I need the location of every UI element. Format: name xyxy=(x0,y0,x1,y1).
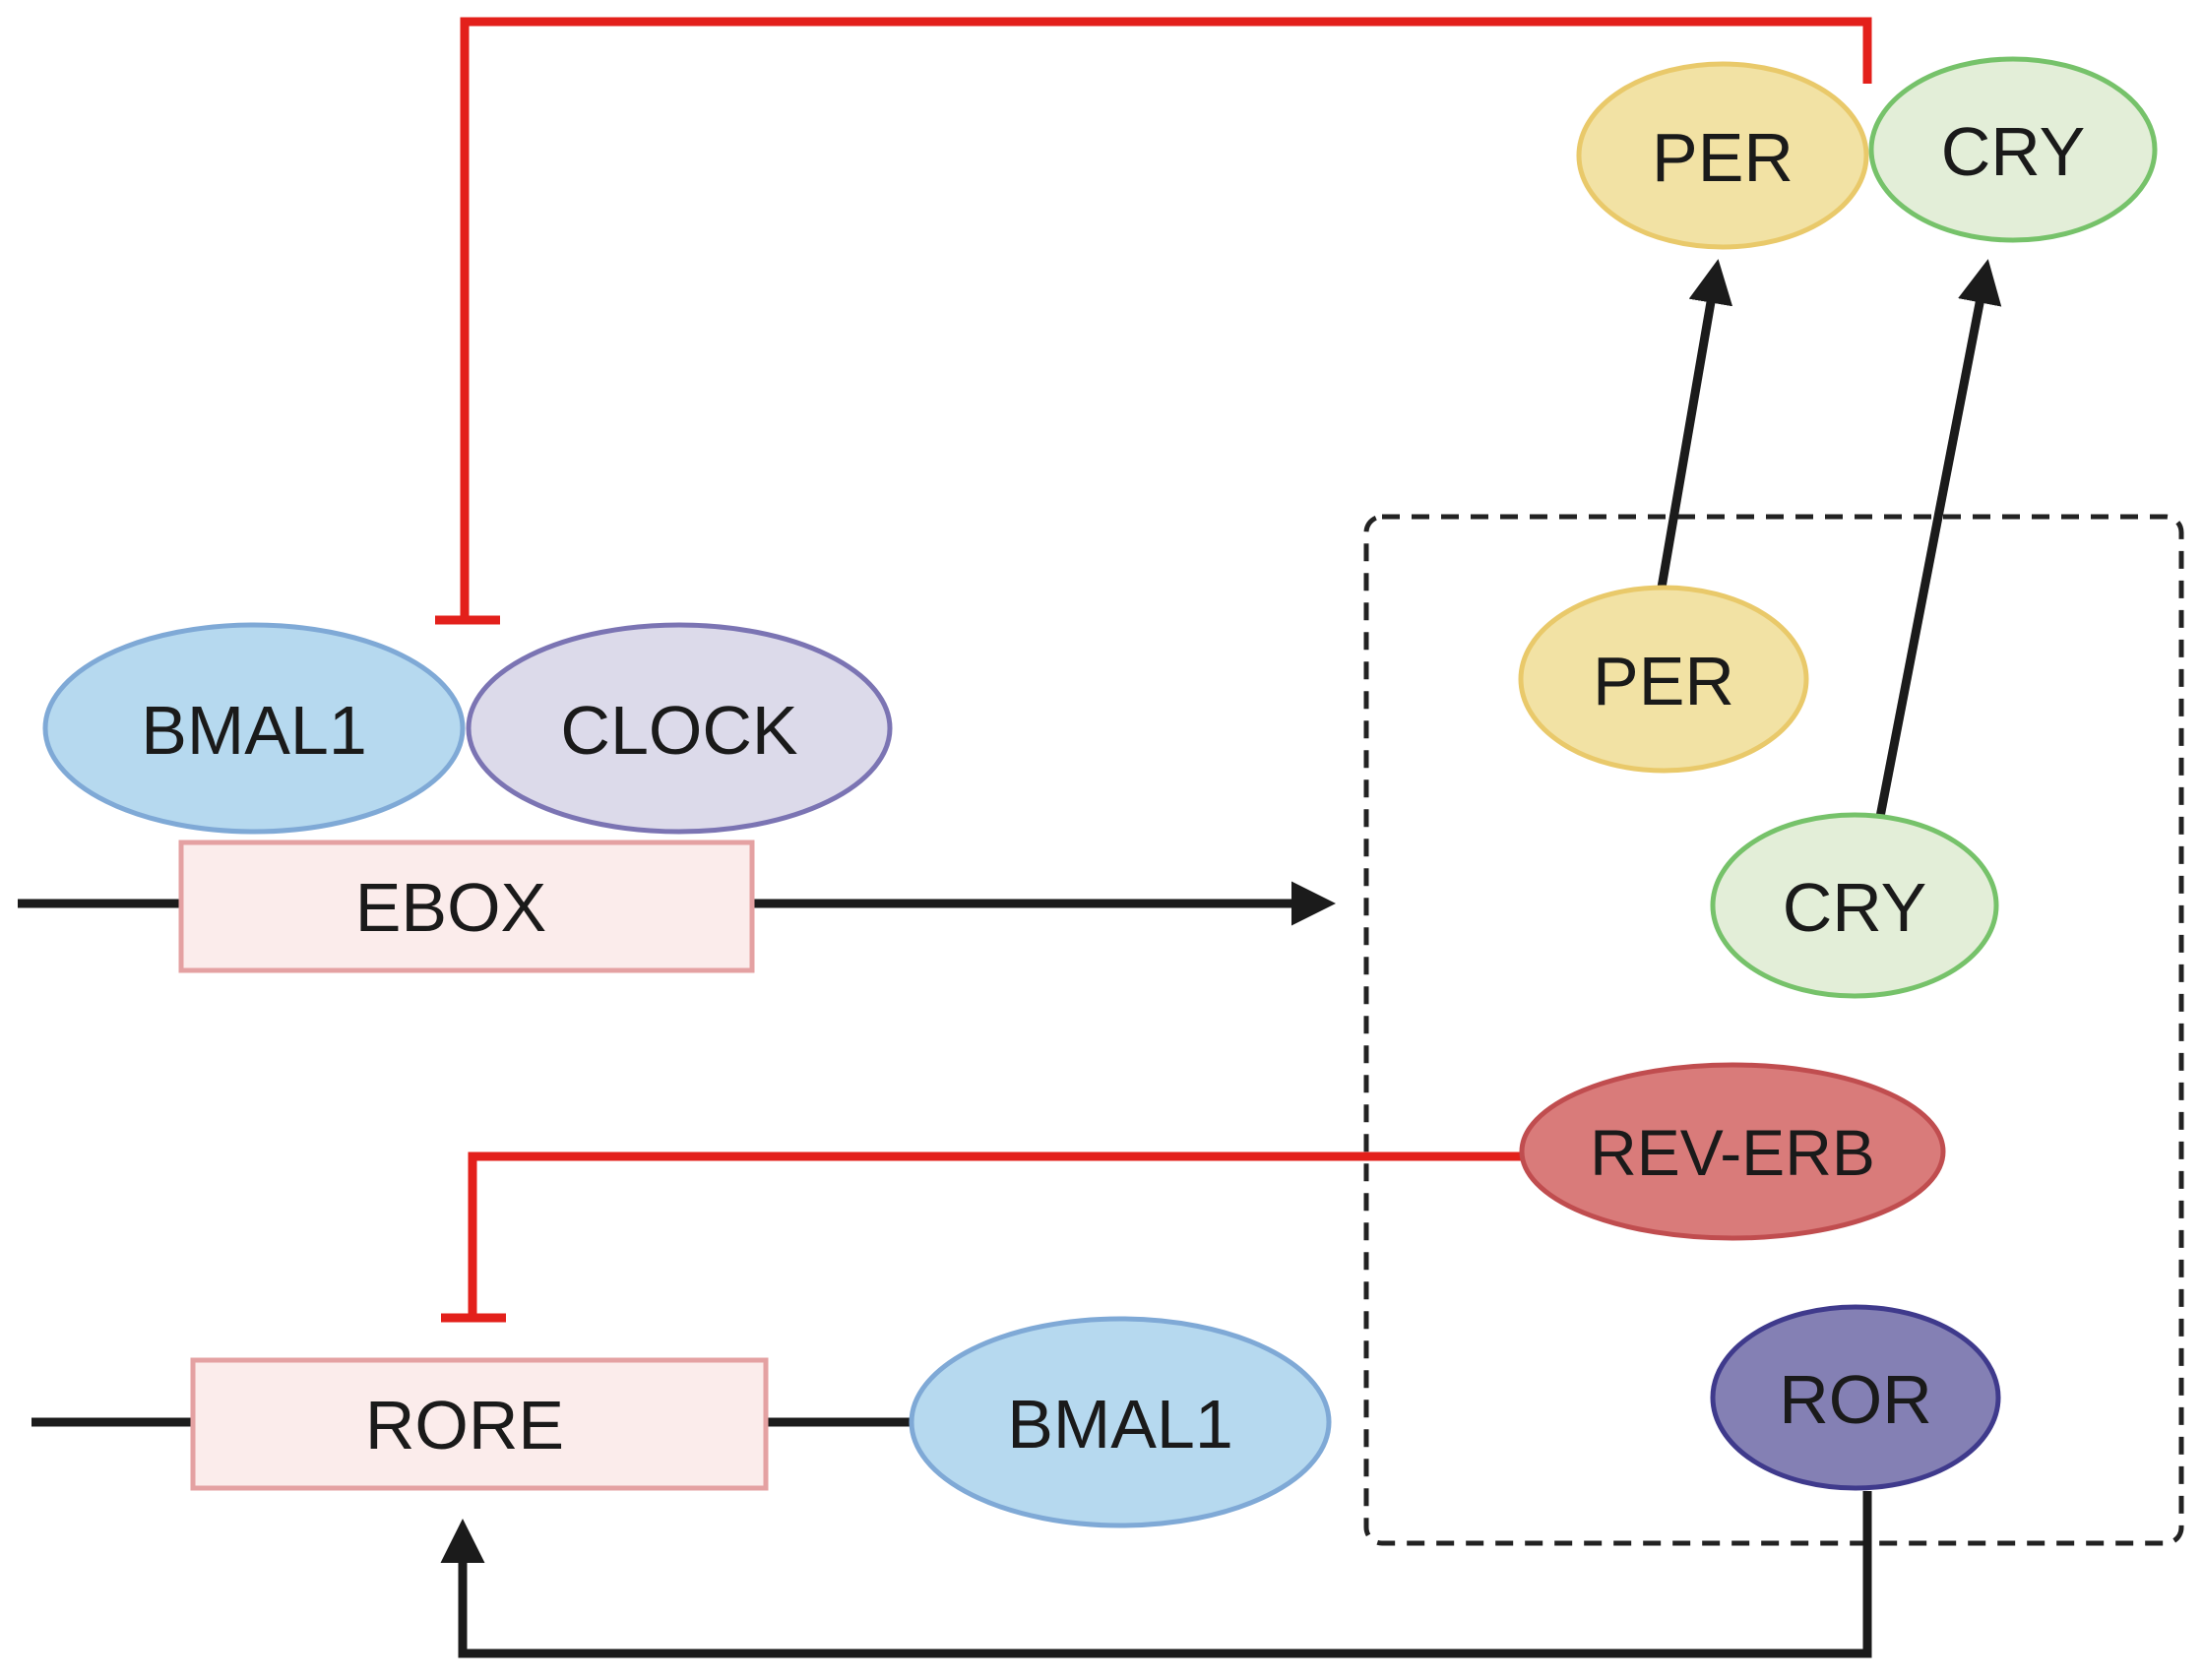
ror-protein: ROR xyxy=(1710,1304,2001,1491)
rore-element: RORE xyxy=(190,1357,769,1491)
rore-label: RORE xyxy=(365,1387,564,1463)
ror-activation-arrow xyxy=(440,1491,1872,1658)
per-protein-mid: PER xyxy=(1518,585,1809,774)
ebox-label: EBOX xyxy=(355,869,547,946)
rore-shape xyxy=(190,1357,769,1491)
repression-line-per-cry-to-bmal1-clock xyxy=(460,17,1872,618)
cry-top-label: CRY xyxy=(1941,113,2086,190)
clock-shape xyxy=(466,622,893,835)
ebox-shape xyxy=(178,840,755,973)
bmal1-bottom-label: BMAL1 xyxy=(1007,1386,1233,1462)
cry-protein-top: CRY xyxy=(1868,56,2158,243)
per-mid-label: PER xyxy=(1593,643,1734,719)
per-translocation-arrow xyxy=(1657,259,1733,589)
bmal1-top-label: BMAL1 xyxy=(141,692,367,769)
per-mid-shape xyxy=(1518,585,1809,774)
per-top-shape xyxy=(1576,61,1869,250)
cry-translocation-arrow xyxy=(1875,259,2002,818)
cry-protein-mid: CRY xyxy=(1710,812,1999,999)
clock-protein: CLOCK xyxy=(466,622,893,835)
cry-top-shape xyxy=(1868,56,2158,243)
bmal1-bottom-shape xyxy=(909,1316,1332,1528)
ebox-element: EBOX xyxy=(178,840,755,973)
repression-line-rev-erb-to-rore xyxy=(468,1151,1530,1316)
bmal1-protein-bottom: BMAL1 xyxy=(909,1316,1332,1528)
bmal1-top-shape xyxy=(42,622,466,835)
ror-label: ROR xyxy=(1779,1361,1932,1438)
ror-shape xyxy=(1710,1304,2001,1491)
rev-erb-protein: REV-ERB xyxy=(1519,1062,1946,1241)
cry-mid-shape xyxy=(1710,812,1999,999)
rev-erb-shape xyxy=(1519,1062,1946,1241)
rev-erb-label: REV-ERB xyxy=(1590,1116,1875,1189)
cry-mid-label: CRY xyxy=(1783,869,1927,946)
per-top-label: PER xyxy=(1652,119,1794,196)
bmal1-protein-top: BMAL1 xyxy=(42,622,466,835)
gene-products-dashed-box xyxy=(1363,514,2184,1546)
clock-label: CLOCK xyxy=(560,692,797,769)
per-protein-top: PER xyxy=(1576,61,1869,250)
